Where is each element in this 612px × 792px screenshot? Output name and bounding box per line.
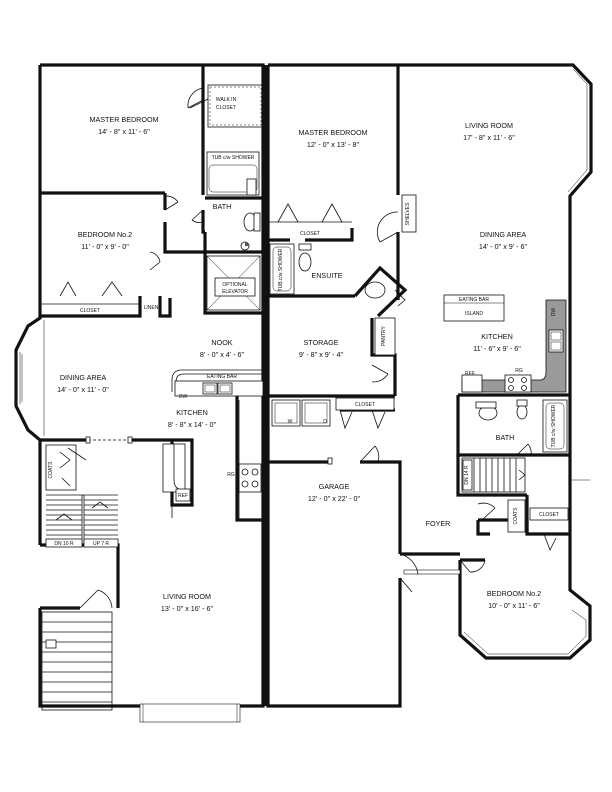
foyer-label: FOYER — [426, 519, 451, 528]
right-kitchen-name: KITCHEN — [481, 332, 513, 341]
right-doors — [399, 553, 486, 593]
right-walls — [396, 270, 570, 562]
right-dining-name: DINING AREA — [480, 230, 527, 239]
right-kitchen-size: 11' - 6" x 9' - 6" — [473, 344, 521, 353]
right-living-name: LIVING ROOM — [465, 121, 513, 130]
middle-closet-label: CLOSET — [300, 231, 320, 237]
right-bedroom2-name: BEDROOM No.2 — [487, 589, 541, 598]
ensuite-tub-label: TUB c/w SHOWER — [278, 248, 284, 291]
right-tub-label: TUB c/w SHOWER — [551, 404, 557, 447]
left-kitchen-name: KITCHEN — [176, 408, 208, 417]
left-coats-label: COATS — [48, 461, 54, 479]
left-ref-label: REF — [178, 493, 188, 499]
exterior-walls — [14, 63, 593, 708]
left-unit-walls — [40, 65, 263, 610]
middle-walls — [268, 65, 408, 554]
left-bedroom2-name: BEDROOM No.2 — [78, 230, 132, 239]
left-tub-shower-label: TUB c/w SHOWER — [212, 155, 255, 161]
dryer-label: D — [323, 419, 327, 425]
left-living-window — [139, 703, 241, 723]
storage-name: STORAGE — [303, 338, 338, 347]
right-foyer-closets: COATS CLOSET — [477, 499, 569, 551]
left-linen-label: LINEN — [144, 305, 159, 311]
left-stairs: COATS DN 10 R — [45, 436, 133, 548]
elevator-label-2: ELEVATOR — [222, 289, 248, 295]
left-bedroom2-size: 11' - 0" x 9' - 0" — [81, 242, 129, 251]
optional-elevator: OPTIONAL ELEVATOR — [206, 255, 261, 311]
right-island-label: ISLAND — [465, 311, 483, 317]
right-dining-size: 14' - 0" x 9' - 6" — [479, 242, 528, 251]
left-up-stairs-label: UP 7 R — [93, 541, 109, 547]
left-kitchen: EATING BAR DW RG REF — [162, 369, 264, 520]
left-doors — [79, 87, 204, 609]
middle-master-bedroom-name: MASTER BEDROOM — [298, 128, 367, 137]
right-kitchen: EATING BAR ISLAND DW REF RG — [443, 294, 567, 393]
left-master-bedroom-name: MASTER BEDROOM — [89, 115, 158, 124]
right-bath-label: BATH — [496, 433, 515, 442]
left-closet-label: CLOSET — [80, 308, 100, 314]
middle-master-bedroom-size: 12' - 0" x 13' - 8" — [307, 140, 360, 149]
left-dn-stairs-label: DN 10 R — [54, 541, 74, 547]
elevator-label-1: OPTIONAL — [222, 282, 248, 288]
left-living-size: 13' - 0" x 16' - 6" — [161, 604, 214, 613]
pantry-label: PANTRY — [381, 325, 387, 345]
left-rg-label: RG — [227, 472, 235, 478]
right-stairs: DN 14 R — [461, 457, 526, 493]
left-dining-size: 14' - 0" x 11' - 0" — [57, 385, 109, 394]
stair-treads — [46, 494, 118, 545]
middle-closet2-label: CLOSET — [355, 402, 375, 408]
left-master-bedroom-size: 14' - 8" x 11' - 6" — [98, 127, 150, 136]
right-closet-label: CLOSET — [539, 512, 559, 518]
garage-door — [327, 445, 461, 575]
walk-in-label-1: WALK IN — [216, 97, 237, 103]
room-labels: MASTER BEDROOM 14' - 8" x 11' - 6" BEDRO… — [57, 115, 541, 613]
right-coats-label: COATS — [513, 507, 519, 525]
laundry: W D CLOSET — [271, 397, 395, 430]
left-bath: TUB c/w SHOWER BATH — [206, 151, 261, 251]
nook-name: NOOK — [211, 338, 232, 347]
right-bath: TUB c/w SHOWER — [475, 399, 568, 456]
left-dw-label: DW — [179, 394, 188, 400]
right-eating-bar-label: EATING BAR — [459, 297, 489, 303]
walk-in-label-2: CLOSET — [216, 105, 236, 111]
right-dw-label: DW — [551, 308, 557, 317]
washer-label: W — [288, 419, 293, 425]
right-ref-label: REF — [465, 371, 475, 377]
right-dn-stairs-label: DN 14 R — [464, 465, 470, 485]
left-kitchen-size: 8' - 8" x 14' - 0" — [168, 420, 217, 429]
left-dining-name: DINING AREA — [60, 373, 107, 382]
pantry: PANTRY — [371, 317, 396, 383]
right-bay-windows — [463, 68, 588, 655]
left-living-name: LIVING ROOM — [163, 592, 211, 601]
left-bay-window — [19, 320, 45, 436]
ensuite-label: ENSUITE — [311, 271, 342, 280]
shelves: SHELVES — [376, 194, 417, 243]
left-bedroom-closet: CLOSET LINEN — [40, 281, 159, 314]
middle-closet-doors: CLOSET — [268, 203, 352, 237]
shelves-label: SHELVES — [405, 202, 411, 225]
left-eating-bar-label: EATING BAR — [207, 374, 237, 380]
walk-in-closet: WALK IN CLOSET — [189, 84, 264, 128]
right-living-size: 17' - 8" x 11' - 6" — [463, 133, 515, 142]
left-bath-label: BATH — [213, 202, 232, 211]
storage-size: 9' - 8" x 9' - 4" — [299, 350, 344, 359]
right-rg-label: RG — [515, 368, 523, 374]
garage-size: 12' - 0" x 22' - 0" — [308, 494, 361, 503]
left-front-steps — [41, 611, 113, 711]
right-bedroom2-size: 10' - 0" x 11' - 6" — [488, 601, 540, 610]
ensuite: TUB c/w SHOWER ENSUITE — [269, 243, 406, 307]
garage-name: GARAGE — [319, 482, 350, 491]
nook-size: 8' - 0" x 4' - 6" — [200, 350, 245, 359]
